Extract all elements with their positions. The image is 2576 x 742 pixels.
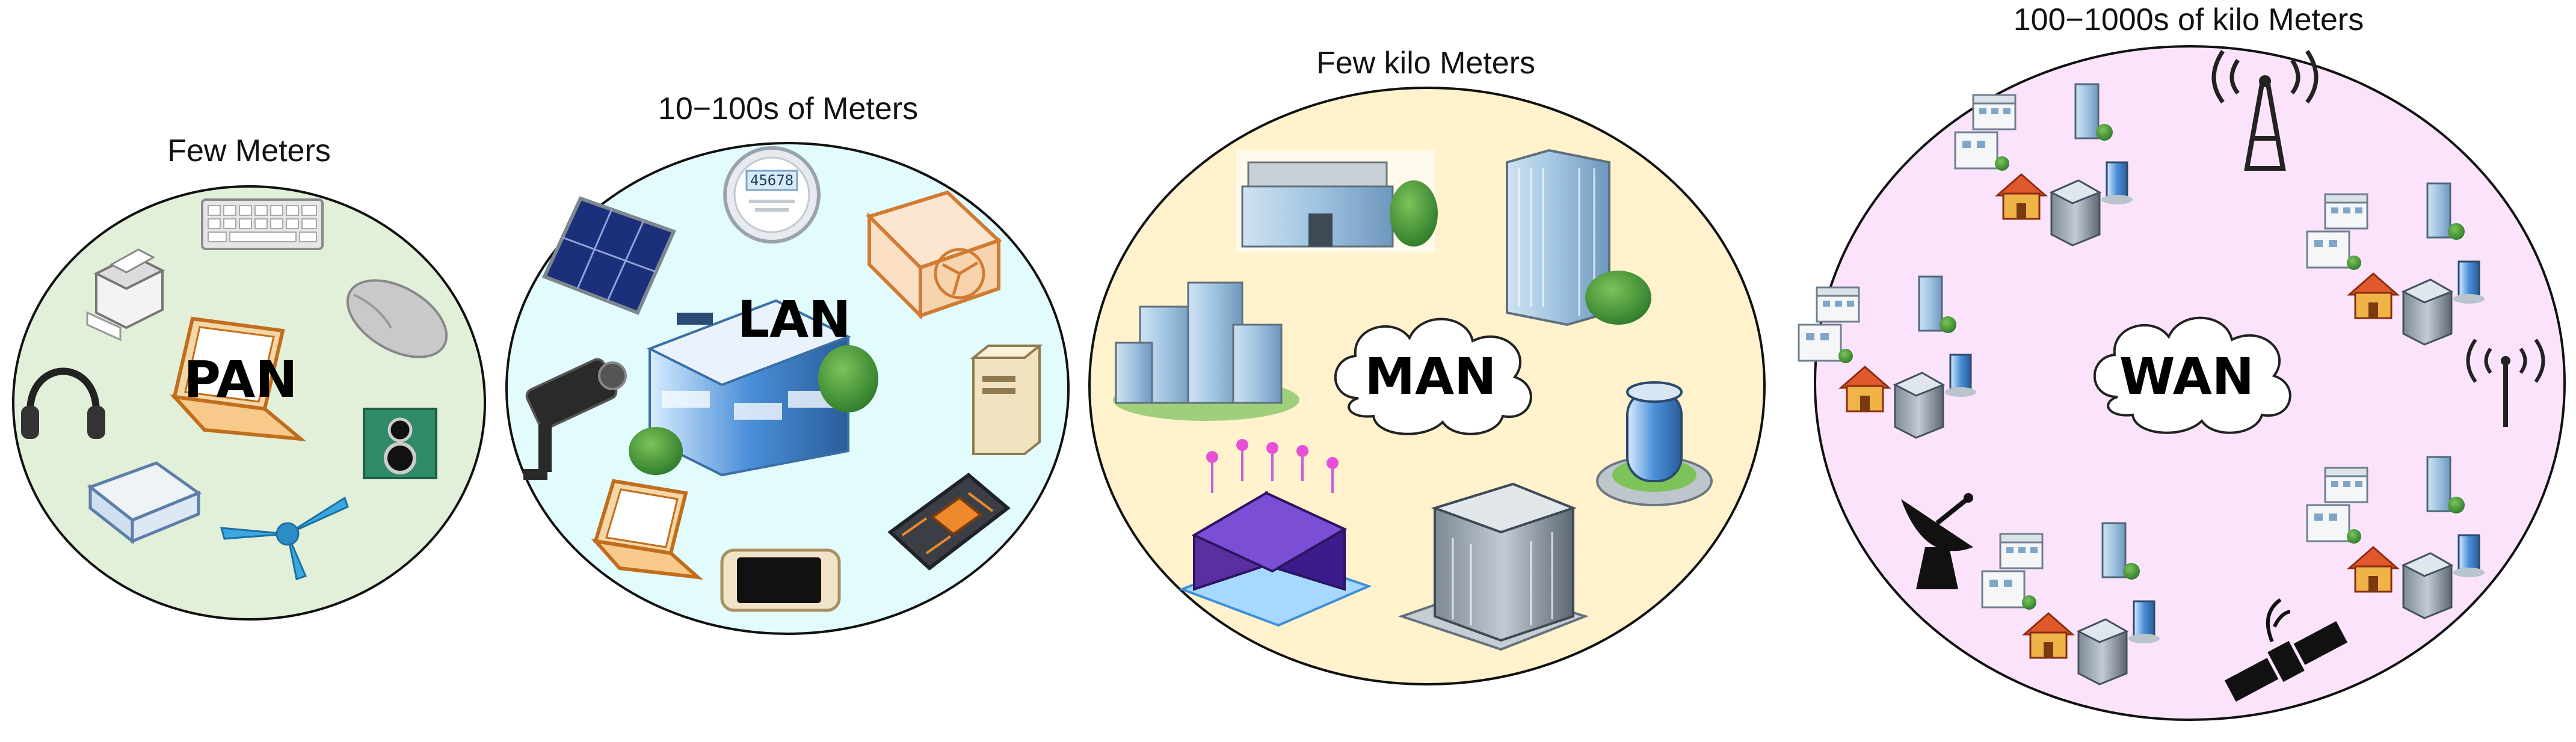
lan-zone: 10−100s of Meters 45678	[505, 91, 1070, 635]
wireless-antenna-icon	[2466, 339, 2545, 427]
satellite-dish-icon	[1901, 493, 1973, 589]
cell-tower-icon	[2211, 50, 2319, 171]
lan-zone-label: LAN	[738, 290, 851, 349]
wan-zone-label: WAN	[2119, 347, 2254, 406]
man-zone-title: Few kilo Meters	[1316, 46, 1535, 81]
office-building-icon	[629, 299, 878, 477]
satellite-icon	[2224, 598, 2348, 702]
smart-meter-reading: 45678	[750, 172, 793, 189]
ceiling-fan-icon	[220, 496, 349, 580]
speaker-icon	[363, 408, 437, 479]
wan-zone: 100−1000s of kilo Meters	[1798, 2, 2566, 721]
smart-home-icon	[1179, 439, 1372, 627]
laptop-icon	[591, 479, 704, 580]
man-zone-label: MAN	[1365, 347, 1497, 406]
city-cluster-icon	[1113, 281, 1299, 421]
pan-zone: Few Meters	[12, 133, 486, 621]
circuit-board-icon	[887, 473, 1011, 571]
pan-zone-label: PAN	[183, 350, 297, 409]
headphones-icon	[21, 367, 105, 439]
office-building-icon	[1236, 150, 1438, 253]
round-tower-icon	[1596, 381, 1713, 506]
air-conditioner-icon	[866, 190, 1002, 320]
pan-zone-title: Few Meters	[167, 133, 331, 168]
keyboard-icon	[201, 198, 324, 250]
lan-zone-title: 10−100s of Meters	[658, 91, 918, 126]
man-zone: Few kilo Meters	[1088, 46, 1766, 685]
printer-icon	[86, 248, 165, 342]
smart-meter-icon: 45678	[723, 146, 821, 244]
smartphone-icon	[720, 548, 841, 612]
mouse-icon	[346, 279, 448, 358]
security-camera-icon	[523, 358, 627, 480]
wan-zone-title: 100−1000s of kilo Meters	[2014, 2, 2364, 37]
corporate-tower-icon	[1397, 482, 1589, 651]
laptop-icon	[170, 316, 307, 441]
solar-panel-icon	[541, 196, 677, 315]
scanner-icon	[87, 461, 202, 545]
desktop-tower-icon	[970, 345, 1043, 455]
skyscraper-icon	[1506, 149, 1651, 327]
